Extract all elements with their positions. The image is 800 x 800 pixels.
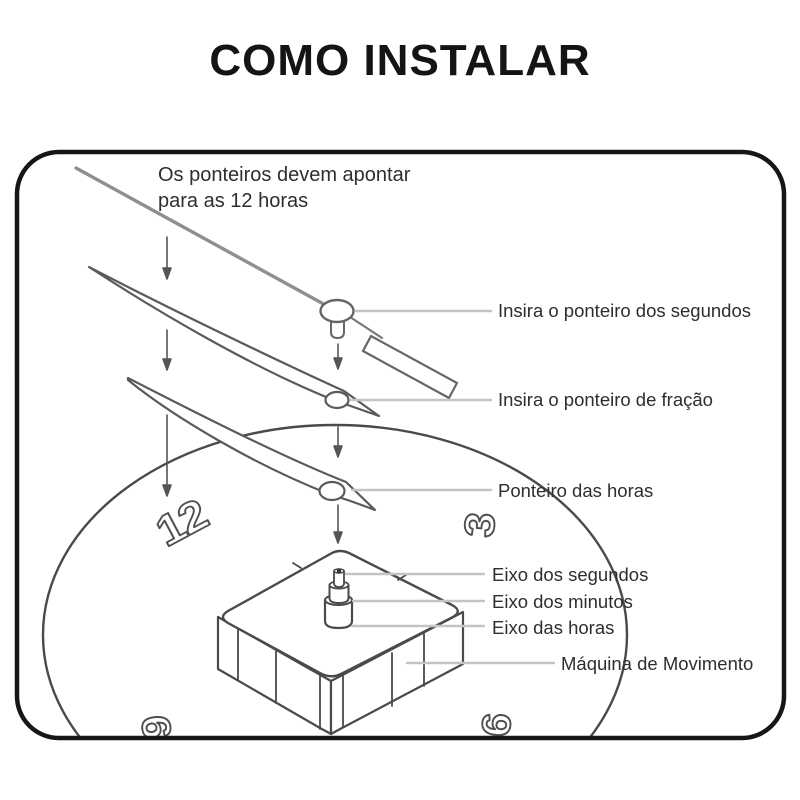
clock-number-9: 9 — [133, 714, 180, 741]
minute-hand — [87, 265, 381, 418]
clock-numbers: 12 3 9 6 — [132, 489, 521, 741]
label-insert-fraction-hand: Insira o ponteiro de fração — [498, 389, 713, 410]
hour-hand — [126, 376, 377, 512]
second-hand-mount — [319, 298, 355, 324]
clock-number-12: 12 — [148, 490, 215, 556]
note-pointers-12: Os ponteiros devem apontar para as 12 ho… — [158, 164, 411, 212]
clock-number-3: 3 — [456, 511, 505, 539]
label-insert-seconds-hand: Insira o ponteiro dos segundos — [498, 300, 752, 321]
leader-lines — [344, 309, 556, 665]
label-seconds-axis: Eixo dos segundos — [492, 564, 649, 585]
clock-number-6: 6 — [473, 711, 520, 738]
page-title: COMO INSTALAR — [209, 36, 591, 85]
assembly-arrows — [162, 236, 343, 544]
label-hours-axis: Eixo das horas — [492, 617, 615, 638]
label-hours-hand: Ponteiro das horas — [498, 480, 654, 501]
clock-face-ellipse — [41, 423, 629, 737]
movement-shaft — [323, 568, 354, 630]
second-hand — [74, 166, 459, 400]
label-minutes-axis: Eixo dos minutos — [492, 591, 633, 612]
frame-border — [14, 149, 787, 741]
label-movement-machine: Máquina de Movimento — [561, 653, 754, 674]
